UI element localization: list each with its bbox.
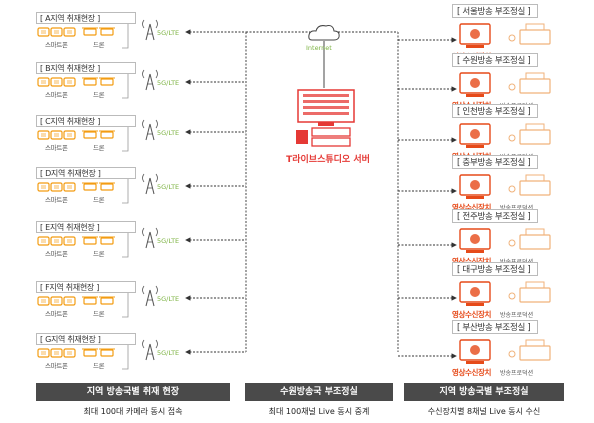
left-field-sites bbox=[37, 15, 246, 370]
site-label: [ A지역 취재현장 ] bbox=[36, 12, 136, 24]
receiver-icon bbox=[459, 72, 491, 97]
studio-title: [ 전주방송 부조정실 ] bbox=[452, 209, 538, 223]
drone-label: 드론 bbox=[93, 362, 105, 370]
studio-title: [ 부산방송 부조정실 ] bbox=[452, 320, 538, 334]
network-label: 5G/LTE bbox=[157, 79, 180, 87]
printer-icon bbox=[508, 339, 551, 361]
smartphone-icon bbox=[37, 348, 76, 358]
production-label: 방송프로덕션 bbox=[500, 312, 534, 319]
cell-tower-icon bbox=[142, 119, 158, 141]
cell-tower-icon bbox=[142, 339, 158, 361]
server-icon bbox=[296, 89, 355, 147]
drone-label: 드론 bbox=[93, 41, 105, 49]
drone-icon bbox=[82, 130, 115, 139]
smartphone-icon bbox=[37, 130, 76, 140]
smartphone-label: 스마트폰 bbox=[45, 41, 68, 49]
cell-tower-icon bbox=[142, 19, 158, 41]
internet-label: Internet bbox=[306, 44, 332, 52]
drone-icon bbox=[82, 236, 115, 245]
footer-mid-sub: 최대 100채널 Live 동시 중계 bbox=[268, 407, 370, 416]
smartphone-label: 스마트폰 bbox=[45, 310, 68, 318]
site-label: [ F지역 취재현장 ] bbox=[36, 281, 136, 293]
studio-title: [ 서울방송 부조정실 ] bbox=[452, 4, 538, 18]
drone-label: 드론 bbox=[93, 310, 105, 318]
studio-title: [ 충부방송 부조정실 ] bbox=[452, 155, 538, 169]
smartphone-label: 스마트폰 bbox=[45, 196, 68, 204]
printer-icon bbox=[508, 228, 551, 250]
smartphone-icon bbox=[37, 182, 76, 192]
printer-icon bbox=[508, 174, 551, 196]
printer-icon bbox=[508, 281, 551, 303]
studio-title: [ 인천방송 부조정실 ] bbox=[452, 104, 538, 118]
receiver-icon bbox=[459, 123, 491, 148]
smartphone-icon bbox=[37, 27, 76, 37]
server-label: T라이브스튜디오 서버 bbox=[286, 155, 370, 165]
smartphone-icon bbox=[37, 236, 76, 246]
network-label: 5G/LTE bbox=[157, 183, 180, 191]
receiver-label: 영상수신장치 bbox=[452, 256, 491, 267]
receiver-icon bbox=[459, 339, 491, 364]
production-label: 방송프로덕션 bbox=[500, 370, 534, 377]
drone-label: 드론 bbox=[93, 250, 105, 258]
footer-right-sub: 수신장치별 8채널 Live 동시 수신 bbox=[427, 407, 541, 416]
receiver-label: 영상수신장치 bbox=[452, 203, 491, 212]
smartphone-label: 스마트폰 bbox=[45, 91, 68, 99]
receiver-icon bbox=[459, 174, 491, 199]
drone-icon bbox=[82, 77, 115, 86]
cell-tower-icon bbox=[142, 227, 158, 249]
network-label: 5G/LTE bbox=[157, 29, 180, 37]
site-label: [ G지역 취재현장 ] bbox=[36, 333, 136, 345]
site-label: [ B지역 취재현장 ] bbox=[36, 62, 136, 74]
printer-icon bbox=[508, 123, 551, 145]
footer-mid-title: 수원방송국 부조정실 bbox=[245, 383, 393, 401]
studio-title: [ 수원방송 부조정실 ] bbox=[452, 53, 538, 67]
receiver-icon bbox=[459, 281, 491, 306]
drone-icon bbox=[82, 27, 115, 36]
smartphone-label: 스마트폰 bbox=[45, 144, 68, 152]
receiver-label: 영상수신장치 bbox=[452, 368, 491, 377]
printer-icon bbox=[508, 23, 551, 45]
site-label: [ C지역 취재현장 ] bbox=[36, 115, 136, 127]
receiver-label: 영상수신장치 bbox=[452, 310, 491, 319]
cloud-icon bbox=[308, 25, 340, 41]
smartphone-icon bbox=[37, 296, 76, 306]
smartphone-label: 스마트폰 bbox=[45, 362, 68, 370]
production-label: 방송프로덕션 bbox=[500, 203, 533, 212]
footer-right-title: 지역 방송국별 부조정실 bbox=[404, 383, 564, 401]
drone-icon bbox=[82, 348, 115, 357]
cell-tower-icon bbox=[142, 69, 158, 91]
right-studios bbox=[398, 23, 551, 364]
printer-icon bbox=[508, 72, 551, 94]
drone-label: 드론 bbox=[93, 196, 105, 204]
drone-label: 드론 bbox=[93, 144, 105, 152]
receiver-icon bbox=[459, 23, 491, 48]
cell-tower-icon bbox=[142, 285, 158, 307]
network-label: 5G/LTE bbox=[157, 295, 180, 303]
smartphone-label: 스마트폰 bbox=[45, 250, 68, 258]
drone-icon bbox=[82, 182, 115, 191]
footer-left-sub: 최대 100대 카메라 동시 접속 bbox=[83, 407, 183, 416]
network-label: 5G/LTE bbox=[157, 237, 180, 245]
drone-icon bbox=[82, 296, 115, 305]
site-label: [ E지역 취재현장 ] bbox=[36, 221, 136, 233]
footer-left-title: 지역 방송국별 취재 현장 bbox=[36, 383, 230, 401]
cell-tower-icon bbox=[142, 173, 158, 195]
drone-label: 드론 bbox=[93, 91, 105, 99]
smartphone-icon bbox=[37, 77, 76, 87]
receiver-icon bbox=[459, 228, 491, 253]
network-label: 5G/LTE bbox=[157, 349, 180, 357]
site-label: [ D지역 취재현장 ] bbox=[36, 167, 136, 179]
studio-title: [ 대구방송 부조정실 ] bbox=[452, 262, 538, 276]
network-label: 5G/LTE bbox=[157, 129, 180, 137]
center-server-area bbox=[245, 25, 399, 352]
